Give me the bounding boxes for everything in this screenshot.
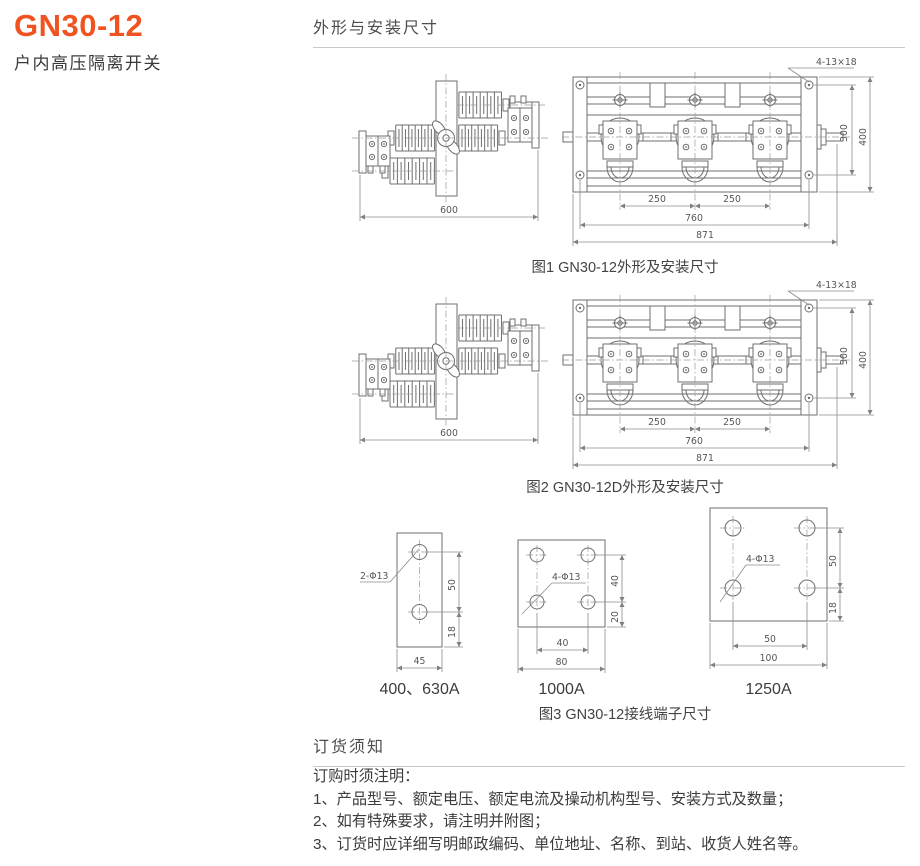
ordering-intro: 订购时须注明： (313, 768, 420, 785)
page-title: GN30-12 (14, 8, 144, 43)
plate2-label: 1000A (538, 681, 585, 698)
figure3-drawing: 2-Φ13 50 18 45 400、630A 4-Φ13 40 20 40 (360, 507, 844, 698)
plate2-dim-v2: 20 (610, 611, 621, 623)
figure1-caption: 图1 GN30-12外形及安装尺寸 (531, 260, 719, 276)
plate3-dim-width: 100 (760, 653, 778, 664)
figure2-caption: 图2 GN30-12D外形及安装尺寸 (526, 480, 724, 496)
plate3-dim-pitch: 50 (764, 634, 776, 645)
plate3-dim-v1: 50 (828, 555, 839, 567)
ordering-item-1: 1、产品型号、额定电压、额定电流及操动机构型号、安装方式及数量； (313, 790, 793, 808)
fig1-dim-hole-span: 300 (839, 124, 850, 142)
terminal-plate-1250: 4-Φ13 50 18 50 100 1250A (709, 507, 844, 698)
fig1-dim-overall-width: 871 (696, 230, 714, 241)
fig2-dim-overall-height: 400 (858, 351, 869, 369)
fig2-dim-hole-spec: 4-13×18 (816, 280, 857, 291)
fig1-dim-overall-height: 400 (858, 128, 869, 146)
plate1-dim-width: 45 (414, 656, 426, 667)
fig1-dim-side-width: 600 (440, 205, 458, 216)
ordering-notes: 订购时须注明： 1、产品型号、额定电压、额定电流及操动机构型号、安装方式及数量；… (313, 766, 905, 856)
fig2-dim-overall-width: 871 (696, 453, 714, 464)
figure1-drawing: 600 4-13×18 300 400 250 250 760 871 (340, 57, 910, 252)
plate2-dim-width: 80 (556, 657, 568, 668)
plate1-label: 400、630A (379, 681, 459, 698)
plate3-dim-v2: 18 (828, 602, 839, 614)
figure3-caption: 图3 GN30-12接线端子尺寸 (538, 707, 712, 723)
fig2-dim-pitch-left: 250 (648, 417, 666, 428)
fig2-dim-side-width: 600 (440, 428, 458, 439)
plate3-hole-label: 4-Φ13 (746, 554, 775, 565)
plate2-hole-label: 4-Φ13 (552, 572, 581, 583)
plate2-dim-v1: 40 (610, 575, 621, 587)
ordering-item-3: 3、订货时应详细写明邮政编码、单位地址、名称、到站、收货人姓名等。 (313, 835, 808, 853)
fig2-dim-pitch-right: 250 (723, 417, 741, 428)
terminal-plate-400-630: 2-Φ13 50 18 45 400、630A (360, 532, 463, 698)
terminal-plate-1000: 4-Φ13 40 20 40 80 1000A (517, 539, 626, 698)
section-title-ordering: 订货须知 (313, 733, 905, 767)
figure2-drawing: 600 4-13×18 300 400 250 250 760 871 (340, 280, 910, 475)
plate1-hole-label: 2-Φ13 (360, 571, 389, 582)
fig1-dim-mount-span: 760 (685, 213, 703, 224)
fig1-dim-pitch-right: 250 (723, 194, 741, 205)
fig1-dim-pitch-left: 250 (648, 194, 666, 205)
fig1-dim-hole-spec: 4-13×18 (816, 57, 857, 68)
section-title-outline: 外形与安装尺寸 (313, 14, 905, 48)
fig2-dim-hole-span: 300 (839, 347, 850, 365)
plate1-dim-v1: 50 (447, 579, 458, 591)
fig2-dim-mount-span: 760 (685, 436, 703, 447)
plate1-dim-v2: 18 (447, 626, 458, 638)
product-name: 户内高压隔离开关 (14, 54, 162, 73)
plate2-dim-pitch: 40 (557, 638, 569, 649)
plate3-label: 1250A (745, 681, 792, 698)
ordering-item-2: 2、如有特殊要求，请注明并附图； (313, 813, 550, 830)
